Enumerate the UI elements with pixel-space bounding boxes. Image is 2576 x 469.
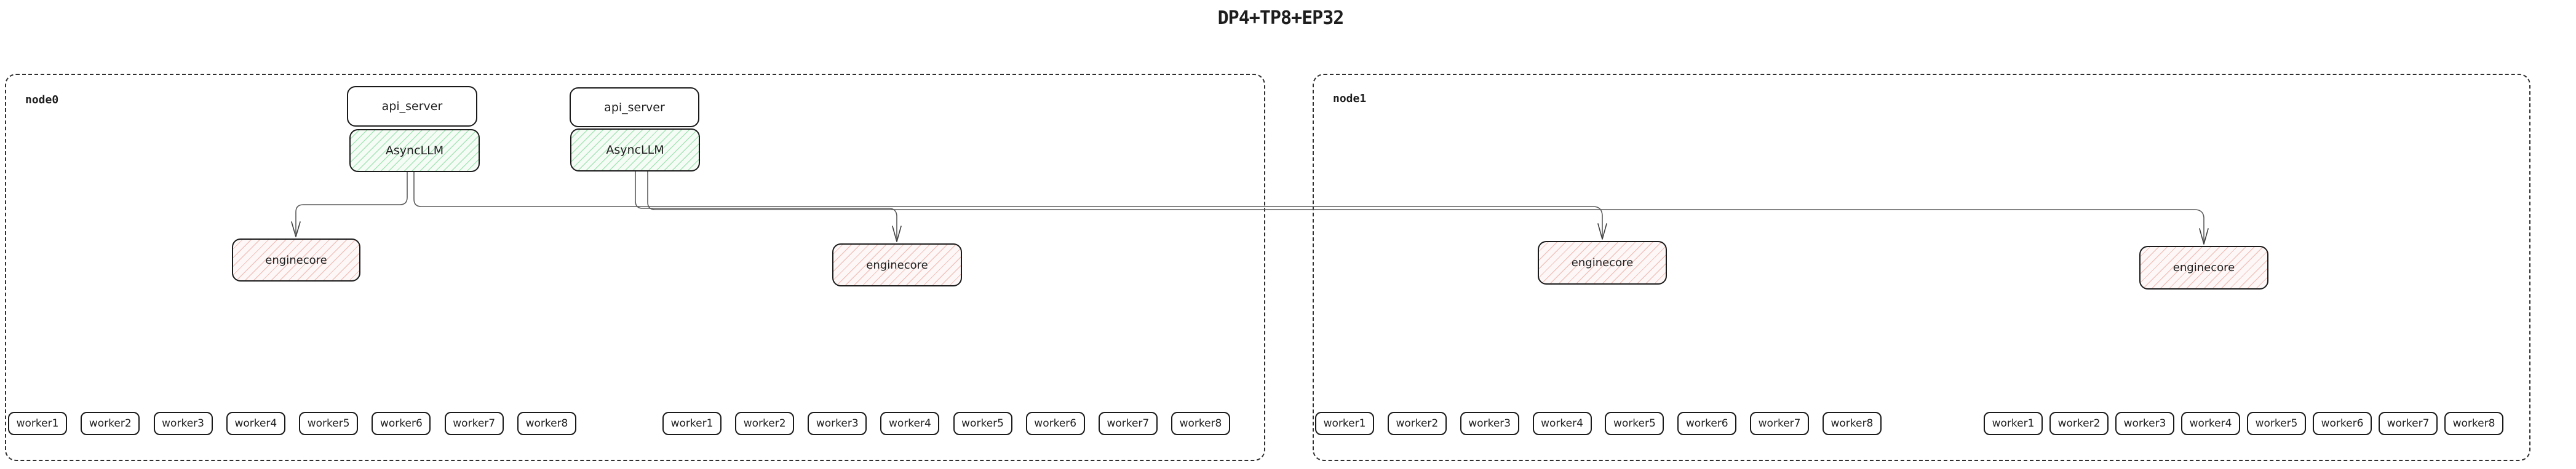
worker-group-2: worker1 worker2 worker3 worker4 worker5 … bbox=[662, 412, 1230, 435]
worker-box: worker2 bbox=[1387, 412, 1447, 435]
worker-box: worker8 bbox=[1171, 412, 1230, 435]
connector-asyncllm1-enginecore3 bbox=[413, 171, 1603, 237]
connector-asyncllm2-enginecore4 bbox=[647, 171, 2204, 242]
asyncllm-box-2: AsyncLLM bbox=[570, 128, 700, 171]
worker-box: worker5 bbox=[953, 412, 1012, 435]
node0-boundary bbox=[5, 74, 1265, 461]
worker-box: worker3 bbox=[153, 412, 213, 435]
arrowhead-enginecore4 bbox=[2199, 228, 2209, 245]
worker-box: worker5 bbox=[2247, 412, 2306, 435]
worker-box: worker2 bbox=[81, 412, 140, 435]
worker-box: worker7 bbox=[1750, 412, 1810, 435]
worker-box: worker5 bbox=[299, 412, 359, 435]
worker-box: worker4 bbox=[226, 412, 285, 435]
worker-box: worker6 bbox=[1677, 412, 1737, 435]
worker-group-1: worker1 worker2 worker3 worker4 worker5 … bbox=[8, 412, 576, 435]
arrowhead-enginecore3 bbox=[1597, 223, 1607, 240]
enginecore-box-3: enginecore bbox=[1538, 241, 1667, 285]
enginecore-box-4: enginecore bbox=[2139, 246, 2268, 290]
api-server-box-1: api_server bbox=[347, 86, 477, 127]
connector-asyncllm1-enginecore1 bbox=[295, 171, 408, 234]
worker-box: worker4 bbox=[1532, 412, 1592, 435]
api-server-box-2: api_server bbox=[570, 87, 699, 127]
worker-box: worker8 bbox=[2444, 412, 2503, 435]
connector-asyncllm2-enginecore2 bbox=[635, 171, 897, 239]
worker-box: worker3 bbox=[2115, 412, 2174, 435]
worker-box: worker3 bbox=[1460, 412, 1519, 435]
worker-box: worker1 bbox=[1315, 412, 1374, 435]
worker-box: worker2 bbox=[735, 412, 795, 435]
worker-group-4: worker1 worker2 worker3 worker4 worker5 … bbox=[1984, 412, 2503, 435]
worker-box: worker1 bbox=[1984, 412, 2043, 435]
worker-box: worker6 bbox=[2313, 412, 2372, 435]
worker-box: worker4 bbox=[2181, 412, 2240, 435]
worker-box: worker8 bbox=[1822, 412, 1882, 435]
worker-box: worker7 bbox=[444, 412, 504, 435]
asyncllm-box-1: AsyncLLM bbox=[349, 129, 480, 172]
worker-box: worker8 bbox=[517, 412, 576, 435]
worker-box: worker7 bbox=[1098, 412, 1158, 435]
worker-group-3: worker1 worker2 worker3 worker4 worker5 … bbox=[1315, 412, 1882, 435]
worker-box: worker5 bbox=[1605, 412, 1664, 435]
worker-box: worker4 bbox=[880, 412, 940, 435]
worker-box: worker7 bbox=[2379, 412, 2438, 435]
worker-box: worker6 bbox=[1025, 412, 1085, 435]
arrowhead-enginecore1 bbox=[291, 221, 301, 237]
worker-box: worker1 bbox=[662, 412, 722, 435]
node1-label: node1 bbox=[1333, 92, 1367, 105]
enginecore-box-1: enginecore bbox=[232, 238, 360, 282]
diagram-title: DP4+TP8+EP32 bbox=[1217, 7, 1345, 29]
worker-box: worker6 bbox=[372, 412, 431, 435]
node0-label: node0 bbox=[25, 93, 59, 106]
worker-box: worker2 bbox=[2049, 412, 2109, 435]
worker-box: worker3 bbox=[808, 412, 867, 435]
worker-box: worker1 bbox=[8, 412, 67, 435]
enginecore-box-2: enginecore bbox=[832, 243, 962, 286]
node1-boundary bbox=[1313, 74, 2530, 461]
arrowhead-enginecore2 bbox=[892, 226, 902, 242]
